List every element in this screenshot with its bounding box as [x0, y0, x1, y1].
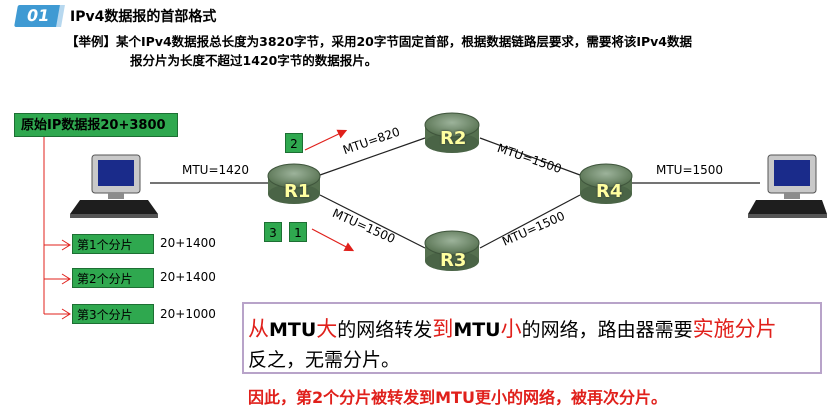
link-r2-r4	[479, 137, 581, 176]
note-part: 实施分片	[692, 317, 777, 341]
router-r1-icon	[267, 163, 321, 204]
router-r2-label: R2	[440, 128, 467, 149]
page-title: IPv4数据报的首部格式	[70, 9, 217, 25]
fragment-1-value: 20+1400	[160, 236, 216, 250]
fragment-tree	[43, 137, 71, 320]
fragment-3-label: 第3个分片	[72, 304, 154, 324]
tree-lines	[43, 137, 70, 315]
example-line-2: 报分片为长度不超过1420字节的数据报片。	[130, 53, 378, 68]
fragment-3-value: 20+1000	[160, 307, 216, 321]
original-datagram-value: 20+3800	[100, 118, 166, 133]
fragment-1-label: 第1个分片	[72, 234, 154, 254]
original-datagram-prefix: 原始IP数据报	[21, 118, 101, 133]
example-text: 【举例】某个IPv4数据报总长度为3820字节，采用20字节固定首部，根据数据链…	[66, 32, 806, 70]
mtu-host-r1: MTU=1420	[182, 163, 250, 177]
router-r3-label: R3	[440, 250, 467, 271]
router-r2-icon	[424, 112, 480, 153]
fragment-number-1: 1	[289, 222, 307, 242]
router-r4-icon	[579, 163, 633, 204]
note-part: MTU	[453, 319, 501, 341]
note-part: MTU	[269, 319, 317, 341]
links	[150, 137, 760, 249]
arrow-upper	[304, 129, 348, 151]
note-part: 的网络，路由器需要	[521, 319, 693, 341]
fragment-number-3: 3	[264, 222, 282, 242]
original-datagram-box: 原始IP数据报20+3800	[14, 113, 178, 137]
tree-arrowheads	[61, 239, 71, 320]
mtu-r4-host: MTU=1500	[656, 163, 724, 177]
conclusion-text: 因此，第2个分片被转发到MTU更小的网络，被再次分片。	[248, 388, 667, 407]
host-right-icon	[748, 154, 827, 218]
fragment-2-value: 20+1400	[160, 270, 216, 284]
note-line-1: 从MTU大的网络转发到MTU小的网络，路由器需要实施分片	[248, 313, 777, 343]
note-part: 小	[500, 317, 522, 341]
arrow-lower	[311, 228, 355, 252]
host-left-icon	[70, 154, 158, 218]
note-part: 大	[316, 317, 338, 341]
link-r1-r3	[319, 194, 426, 249]
router-r1-label: R1	[284, 181, 311, 202]
note-part: 到	[432, 317, 454, 341]
fragment-2-label: 第2个分片	[72, 268, 154, 288]
link-r1-r2	[319, 137, 426, 176]
note-part: 的网络转发	[337, 319, 433, 341]
router-r3-icon	[424, 230, 480, 271]
router-r4-label: R4	[596, 181, 623, 202]
example-line-1: 【举例】某个IPv4数据报总长度为3820字节，采用20字节固定首部，根据数据链…	[66, 34, 693, 49]
fragment-number-2: 2	[285, 133, 303, 153]
note-line-2: 反之，无需分片。	[248, 349, 401, 371]
note-box	[242, 302, 822, 374]
note-part: 从	[248, 317, 269, 341]
link-r3-r4	[479, 194, 581, 249]
